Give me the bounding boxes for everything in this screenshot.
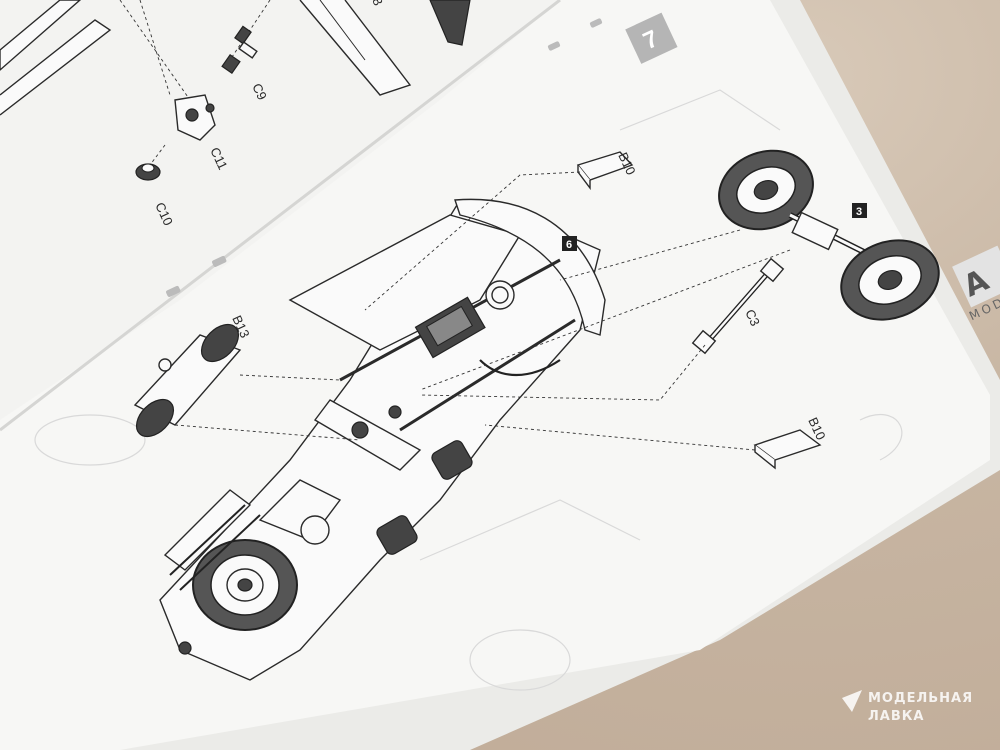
watermark-line2: ЛАВКА bbox=[868, 709, 924, 724]
label-b8-partial: 8 bbox=[369, 0, 386, 8]
part-c11-icon bbox=[174, 94, 216, 141]
chassis-assembly bbox=[159, 198, 606, 681]
part-c3-driveshaft-icon bbox=[691, 257, 785, 355]
front-axle-assembly bbox=[718, 149, 940, 321]
step-badge-3: 3 bbox=[852, 203, 867, 218]
part-c10-icon bbox=[135, 163, 161, 181]
svg-text:6: 6 bbox=[566, 239, 572, 251]
tire-bottom-icon bbox=[840, 239, 940, 321]
leader-lines bbox=[174, 171, 791, 451]
step-badge-6: 6 bbox=[562, 236, 577, 251]
part-b13-tank-icon bbox=[133, 323, 242, 438]
watermark: МОДЕЛЬНАЯ ЛАВКА bbox=[842, 690, 973, 724]
page-number-badge: 7 bbox=[625, 12, 678, 64]
part-b10-bottom-icon bbox=[753, 429, 822, 470]
bleed-through-lines bbox=[34, 89, 903, 691]
tire-top-icon bbox=[718, 149, 814, 231]
label-c3: C3 bbox=[742, 307, 763, 328]
watermark-line1: МОДЕЛЬНАЯ bbox=[868, 691, 973, 706]
label-c9: C9 bbox=[249, 81, 270, 102]
previous-step-parts bbox=[0, 0, 471, 181]
svg-text:3: 3 bbox=[856, 206, 862, 218]
part-c9-icon bbox=[221, 25, 258, 75]
spare-wheel-icon bbox=[192, 539, 298, 631]
part-b10-top-icon bbox=[576, 151, 634, 191]
